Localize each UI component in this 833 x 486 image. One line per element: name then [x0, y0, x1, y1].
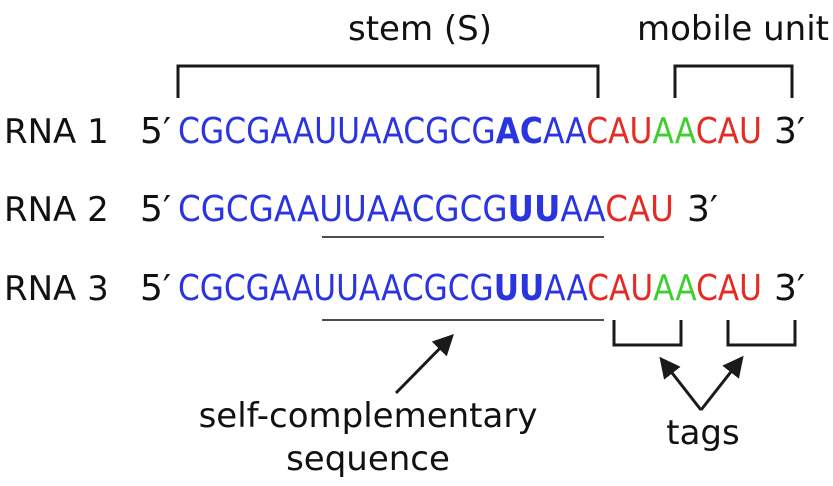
sequence-segment-tag: CAU [696, 111, 762, 152]
sequence-segment-stem: CGCGAAUUAACGCG [178, 268, 494, 309]
sequence-segment-stem: UU [508, 189, 561, 230]
sequence-segment-mobile: AA [652, 111, 696, 152]
self-complementary-label-line2: sequence [286, 439, 450, 479]
sequence-segment-stem: AA [543, 111, 587, 152]
sequence-segment-stem: AA [560, 189, 606, 230]
tags-arrow-left [659, 356, 703, 411]
sequence-segment-tag: CAU [586, 111, 652, 152]
three-prime-label-rna-1: 3′ [774, 111, 805, 152]
row-label-rna-2: RNA 2 [4, 190, 109, 230]
sequence-rna-1: CGCGAAUUAACGCGACAACAUAACAU [178, 111, 762, 152]
stem-label: stem (S) [348, 9, 492, 49]
sequence-segment-stem: UU [494, 268, 545, 309]
tags-arrow-right [699, 355, 744, 411]
mobile-unit-label: mobile unit [637, 9, 829, 49]
sequence-segment-mobile: AA [653, 268, 697, 309]
sequence-segment-stem: AC [496, 111, 543, 152]
five-prime-label-rna-3: 5′ [140, 268, 171, 309]
sequence-segment-stem: CGCGAAUUAACGCG [178, 189, 508, 230]
five-prime-label-rna-1: 5′ [140, 111, 171, 152]
tag-bracket-right [726, 320, 797, 347]
self-complementary-label-line1: self-complementary [199, 396, 538, 436]
three-prime-label-rna-2: 3′ [687, 189, 718, 230]
stem-bracket [176, 64, 600, 98]
tags-label: tags [666, 413, 739, 453]
three-prime-label-rna-3: 3′ [774, 268, 805, 309]
sequence-rna-2: CGCGAAUUAACGCGUUAACAU [178, 189, 674, 230]
sequence-segment-tag: CAU [696, 268, 762, 309]
sequence-segment-tag: CAU [587, 268, 653, 309]
tag-bracket-left [612, 320, 683, 347]
sequence-segment-stem: CGCGAAUUAACGCG [178, 111, 496, 152]
row-label-rna-3: RNA 3 [4, 269, 109, 309]
mobile-unit-bracket [673, 64, 794, 98]
sequence-segment-tag: CAU [605, 189, 674, 230]
row-label-rna-1: RNA 1 [4, 112, 109, 152]
sequence-segment-stem: AA [544, 268, 588, 309]
sequence-rna-3: CGCGAAUUAACGCGUUAACAUAACAU [178, 268, 762, 309]
five-prime-label-rna-2: 5′ [140, 189, 171, 230]
self-complementary-arrow [394, 334, 454, 395]
